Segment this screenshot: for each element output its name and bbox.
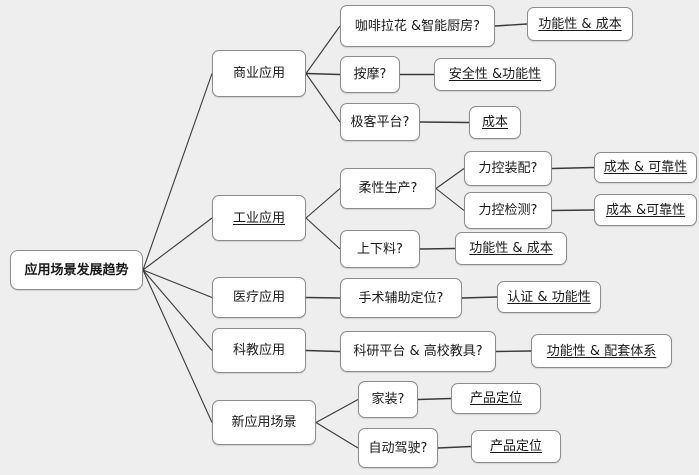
mindmap-node-n-autodrive[interactable]: 自动驾驶? <box>358 428 438 468</box>
edge-n-education-to-n-research <box>305 349 341 353</box>
mindmap-node-n-inspection[interactable]: 力控检测? <box>464 192 552 229</box>
mindmap-node-l-func-cost-1[interactable]: 功能性 & 成本 <box>527 7 633 41</box>
mindmap-node-n-flexible[interactable]: 柔性生产? <box>340 168 436 209</box>
edge-n-autodrive-to-l-product-pos-2 <box>437 445 472 449</box>
mindmap-node-n-research[interactable]: 科研平台 & 高校教具? <box>340 331 496 372</box>
node-label: 成本 & 可靠性 <box>603 160 688 175</box>
node-label: 医疗应用 <box>232 290 285 305</box>
node-label: 力控装配? <box>478 161 538 176</box>
edge-root-to-n-newscenes <box>142 269 213 423</box>
mindmap-node-l-product-pos-2[interactable]: 产品定位 <box>471 430 561 463</box>
edge-root-to-n-industrial <box>142 217 213 271</box>
node-label: 成本 &可靠性 <box>605 202 686 218</box>
mindmap-node-l-product-pos-1[interactable]: 产品定位 <box>451 383 541 414</box>
edge-n-business-to-n-coffee <box>305 25 341 74</box>
mindmap-node-n-homedeco[interactable]: 家装? <box>358 381 418 418</box>
node-label: 成本 <box>481 115 508 130</box>
node-label: 产品定位 <box>489 439 542 454</box>
node-label: 工业应用 <box>232 210 285 226</box>
edge-n-industrial-to-n-loadunload <box>305 217 341 250</box>
edge-root-to-n-education <box>142 269 213 351</box>
node-label: 功能性 & 成本 <box>538 16 622 32</box>
node-label: 功能性 & 成本 <box>469 241 553 256</box>
edge-n-coffee-to-l-func-cost-1 <box>494 23 528 27</box>
edge-n-flexible-to-n-assembly <box>435 168 465 189</box>
edge-n-business-to-n-massage <box>305 72 341 76</box>
edge-n-loadunload-to-l-func-cost-2 <box>419 247 456 250</box>
node-label: 咖啡拉花 &智能厨房? <box>354 18 481 34</box>
node-label: 科研平台 & 高校教具? <box>353 344 483 359</box>
edge-root-to-n-business <box>142 73 213 271</box>
edge-n-newscenes-to-n-autodrive <box>315 422 359 449</box>
node-label: 新应用场景 <box>231 415 297 430</box>
mindmap-node-n-loadunload[interactable]: 上下料? <box>340 230 420 268</box>
node-label: 安全性 &功能性 <box>448 67 542 82</box>
mindmap-node-l-cost-rel-2[interactable]: 成本 &可靠性 <box>594 194 697 226</box>
mindmap-node-l-cost-rel-1[interactable]: 成本 & 可靠性 <box>594 152 697 183</box>
node-label: 家装? <box>371 392 405 407</box>
node-label: 力控检测? <box>478 203 538 218</box>
edge-n-research-to-l-func-support <box>495 350 532 353</box>
node-label: 功能性 & 配套体系 <box>546 343 657 359</box>
node-label: 手术辅助定位? <box>358 290 444 306</box>
edge-n-newscenes-to-n-homedeco <box>315 399 359 423</box>
node-label: 科教应用 <box>232 343 285 358</box>
edge-n-flexible-to-n-inspection <box>435 188 465 211</box>
edge-n-assembly-to-l-cost-rel-1 <box>551 166 595 170</box>
edge-n-geek-to-l-cost <box>419 121 470 124</box>
node-label: 自动驾驶? <box>368 440 428 456</box>
edge-root-to-n-medical <box>142 269 213 299</box>
edge-n-business-to-n-geek <box>305 73 341 123</box>
edge-n-medical-to-n-surgery <box>305 296 341 299</box>
edge-n-inspection-to-l-cost-rel-2 <box>551 209 595 212</box>
mindmap-node-n-newscenes[interactable]: 新应用场景 <box>212 400 316 445</box>
node-label: 上下料? <box>357 241 403 257</box>
mindmap-node-l-func-cost-2[interactable]: 功能性 & 成本 <box>455 232 567 265</box>
node-label: 认证 & 功能性 <box>507 289 591 305</box>
mindmap-node-n-geek[interactable]: 极客平台? <box>340 103 420 141</box>
mindmap-node-l-cert-func[interactable]: 认证 & 功能性 <box>497 281 601 313</box>
mindmap-node-l-safety-func[interactable]: 安全性 &功能性 <box>434 58 556 91</box>
node-label: 应用场景发展趋势 <box>24 262 129 278</box>
mindmap-node-l-func-support[interactable]: 功能性 & 配套体系 <box>531 334 672 368</box>
mindmap-node-n-education[interactable]: 科教应用 <box>212 328 306 373</box>
node-label: 柔性生产? <box>358 181 418 196</box>
mindmap-node-n-surgery[interactable]: 手术辅助定位? <box>340 278 462 318</box>
edge-n-surgery-to-l-cert-func <box>461 296 498 299</box>
root-node[interactable]: 应用场景发展趋势 <box>10 250 143 290</box>
node-label: 产品定位 <box>469 391 522 406</box>
mindmap-node-l-cost[interactable]: 成本 <box>469 106 521 139</box>
mindmap-node-n-medical[interactable]: 医疗应用 <box>212 277 306 318</box>
node-label: 商业应用 <box>232 66 285 81</box>
mindmap-node-n-business[interactable]: 商业应用 <box>212 50 306 97</box>
mindmap-node-n-coffee[interactable]: 咖啡拉花 &智能厨房? <box>340 5 495 47</box>
mindmap-node-n-massage[interactable]: 按摩? <box>340 56 400 93</box>
edge-n-industrial-to-n-flexible <box>305 188 341 219</box>
mindmap-node-n-assembly[interactable]: 力控装配? <box>464 151 552 186</box>
mindmap-node-n-industrial[interactable]: 工业应用 <box>212 195 306 241</box>
edge-n-homedeco-to-l-product-pos-1 <box>417 397 452 401</box>
node-label: 按摩? <box>353 67 387 82</box>
node-label: 极客平台? <box>350 114 410 130</box>
